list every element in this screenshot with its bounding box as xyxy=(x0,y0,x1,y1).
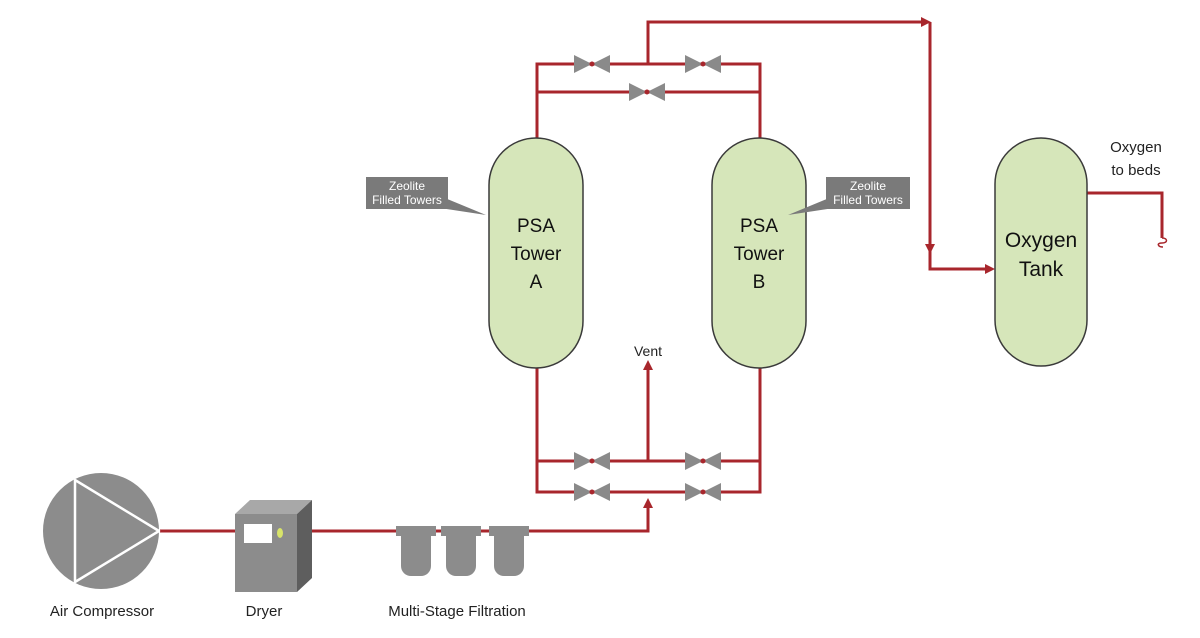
arrow-vent xyxy=(643,360,653,370)
filter-stage-1 xyxy=(396,526,436,576)
callout-left-line2: Filled Towers xyxy=(372,193,442,207)
tower-b-label-line2: Tower xyxy=(734,244,785,265)
dryer-label: Dryer xyxy=(246,603,283,620)
tower-a-label-line2: Tower xyxy=(511,244,562,265)
tower-a-label-line1: PSA xyxy=(517,216,555,237)
psa-tower-b: PSA Tower B xyxy=(711,137,807,369)
valve-top-right[interactable] xyxy=(685,55,721,73)
compressor-label: Air Compressor xyxy=(50,603,154,620)
dryer-indicator-light xyxy=(277,528,283,538)
arrow-product-right xyxy=(921,17,931,27)
tower-a-label-line3: A xyxy=(530,272,543,293)
valve-bottom-lower-left[interactable] xyxy=(574,483,610,501)
tower-b-label-line3: B xyxy=(753,272,766,293)
tower-b-label-line1: PSA xyxy=(740,216,778,237)
pipe-top-manifold xyxy=(535,62,762,138)
filter-stage-2 xyxy=(441,526,481,576)
multi-stage-filtration: Multi-Stage Filtration xyxy=(388,526,529,620)
pipe-filters-to-inlet xyxy=(526,508,650,533)
psa-tower-a: PSA Tower A xyxy=(488,137,584,369)
pipe-tank-outlet xyxy=(1087,191,1164,238)
filter-stage-3 xyxy=(489,526,529,576)
air-compressor: Air Compressor xyxy=(43,473,161,620)
callout-right-line2: Filled Towers xyxy=(833,193,903,207)
oxygen-tank: Oxygen Tank xyxy=(994,137,1088,367)
tank-label-line1: Oxygen xyxy=(1005,229,1077,252)
pipe-outlet-hook xyxy=(1157,237,1168,248)
pipe-product-line xyxy=(646,20,922,64)
pipe-to-tank xyxy=(928,22,985,271)
valve-bottom-upper-right[interactable] xyxy=(685,452,721,470)
valve-top-middle[interactable] xyxy=(629,83,665,101)
dryer: Dryer xyxy=(235,500,312,620)
valve-bottom-lower-right[interactable] xyxy=(685,483,721,501)
callout-left: Zeolite Filled Towers xyxy=(366,177,486,215)
arrow-product-down xyxy=(925,244,935,254)
callout-left-line1: Zeolite xyxy=(389,179,425,193)
dryer-display xyxy=(244,524,272,543)
arrow-inlet xyxy=(643,498,653,508)
filtration-label: Multi-Stage Filtration xyxy=(388,603,526,620)
vent-label: Vent xyxy=(634,343,662,359)
output-label-line1: Oxygen xyxy=(1110,139,1162,156)
output-label-line2: to beds xyxy=(1111,162,1160,179)
tank-label-line2: Tank xyxy=(1019,258,1064,281)
callout-right: Zeolite Filled Towers xyxy=(788,177,910,215)
arrow-into-tank xyxy=(985,264,995,274)
pipe-network xyxy=(160,17,1168,533)
valve-top-left[interactable] xyxy=(574,55,610,73)
valves xyxy=(574,55,721,501)
compressor-triangle-icon xyxy=(73,478,161,584)
callout-right-line1: Zeolite xyxy=(850,179,886,193)
output-label: Oxygen to beds xyxy=(1110,139,1162,179)
valve-bottom-upper-left[interactable] xyxy=(574,452,610,470)
